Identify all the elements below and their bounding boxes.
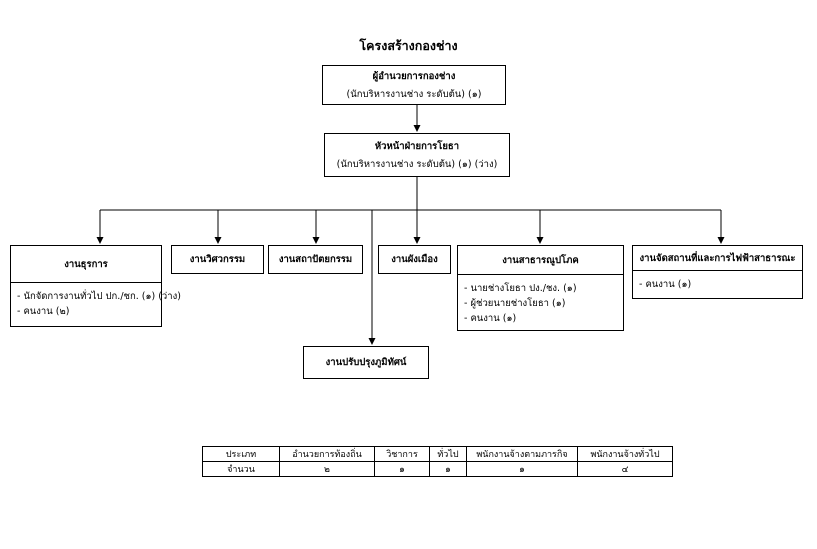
unit-engineering-box: งานวิศวกรรม [171, 245, 264, 274]
list-item: - ผู้ช่วยนายช่างโยธา (๑) [464, 298, 566, 309]
unit-architecture-title: งานสถาปัตยกรรม [278, 254, 353, 265]
unit-admin-box: งานธุรการ - นักจัดการงานทั่วไป ปก./ชก. (… [10, 245, 181, 327]
unit-planning-title: งานผังเมือง [391, 254, 438, 265]
unit-lighting-list: - คนงาน (๑) [633, 277, 802, 292]
table-header-cell: วิชาการ [374, 446, 430, 462]
table-cell: ๒ [279, 461, 375, 477]
table-header-cell: ทั่วไป [429, 446, 467, 462]
table-row: จำนวน ๒ ๑ ๑ ๑ ๔ [202, 461, 673, 477]
unit-utilities-title: งานสาธารณูปโภค [458, 246, 623, 275]
unit-landscape-title: งานปรับปรุงภูมิทัศน์ [325, 357, 407, 368]
head-subtitle: (นักบริหารงานช่าง ระดับต้น) (๑) (ว่าง) [336, 158, 498, 170]
director-subtitle: (นักบริหารงานช่าง ระดับต้น) (๑) [346, 88, 482, 100]
table-cell: ๑ [429, 461, 467, 477]
table-row: ประเภท อำนวยการท้องถิ่น วิชาการ ทั่วไป พ… [202, 446, 673, 462]
director-title: ผู้อำนวยการกองช่าง [372, 70, 456, 82]
unit-lighting-box: งานจัดสถานที่และการไฟฟ้าสาธารณะ - คนงาน … [632, 245, 803, 299]
chart-title: โครงสร้างกองช่าง [359, 38, 458, 53]
list-item: - คนงาน (๑) [639, 279, 692, 290]
table-header-cell: อำนวยการท้องถิ่น [279, 446, 375, 462]
unit-admin-title: งานธุรการ [11, 246, 161, 283]
list-item: - คนงาน (๑) [464, 313, 517, 324]
list-item: - นายช่างโยธา ปง./ชง. (๑) [464, 283, 577, 294]
unit-utilities-box: งานสาธารณูปโภค - นายช่างโยธา ปง./ชง. (๑)… [457, 245, 624, 331]
head-title: หัวหน้าฝ่ายการโยธา [374, 140, 460, 152]
unit-utilities-list: - นายช่างโยธา ปง./ชง. (๑) - ผู้ช่วยนายช่… [458, 281, 623, 326]
unit-planning-box: งานผังเมือง [378, 245, 451, 274]
table-cell: ๑ [374, 461, 430, 477]
table-cell: ๔ [577, 461, 673, 477]
unit-lighting-title: งานจัดสถานที่และการไฟฟ้าสาธารณะ [633, 246, 802, 271]
unit-architecture-box: งานสถาปัตยกรรม [268, 245, 363, 274]
unit-engineering-title: งานวิศวกรรม [189, 254, 246, 265]
table-header-cell: ประเภท [202, 446, 280, 462]
table-cell: ๑ [466, 461, 578, 477]
table-header-cell: พนักงานจ้างทั่วไป [577, 446, 673, 462]
director-box: ผู้อำนวยการกองช่าง (นักบริหารงานช่าง ระด… [322, 65, 506, 105]
table-cell: จำนวน [202, 461, 280, 477]
list-item: - คนงาน (๒) [17, 306, 70, 317]
list-item: - นักจัดการงานทั่วไป ปก./ชก. (๑) (ว่าง) [17, 291, 181, 302]
unit-landscape-box: งานปรับปรุงภูมิทัศน์ [303, 346, 429, 379]
head-box: หัวหน้าฝ่ายการโยธา (นักบริหารงานช่าง ระด… [324, 133, 510, 177]
unit-admin-list: - นักจัดการงานทั่วไป ปก./ชก. (๑) (ว่าง) … [11, 289, 181, 319]
table-header-cell: พนักงานจ้างตามภารกิจ [466, 446, 578, 462]
staff-table: ประเภท อำนวยการท้องถิ่น วิชาการ ทั่วไป พ… [202, 446, 673, 477]
